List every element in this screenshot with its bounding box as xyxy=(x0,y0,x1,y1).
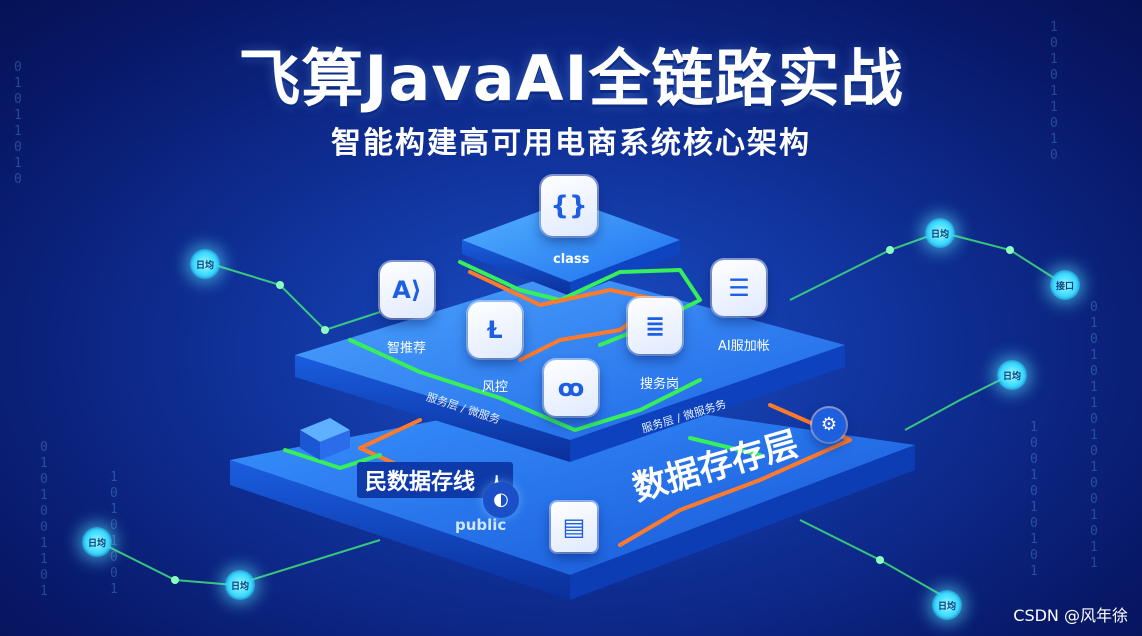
code-icon: {} xyxy=(541,176,597,236)
code-rain-right: 1 0 1 0 1 1 0 1 0 xyxy=(1050,20,1058,163)
glow-node-5: 日均 xyxy=(82,527,112,557)
circuit-dots xyxy=(171,246,1014,584)
middle-platform xyxy=(295,270,845,462)
globe-icon: ◐ xyxy=(483,482,519,518)
team-icon: ꝏ xyxy=(544,360,598,416)
glow-node-7: 日均 xyxy=(932,590,962,620)
glow-node-3: 接口 xyxy=(1050,270,1080,300)
glow-node-6: 日均 xyxy=(225,570,255,600)
code-rain-left-3: 1 0 1 0 1 0 0 1 xyxy=(110,470,118,597)
shield-icon: Ɫ xyxy=(468,302,522,358)
top-platform-label: class xyxy=(553,252,590,267)
glow-node-2: 日均 xyxy=(925,218,955,248)
watermark: CSDN @风年徐 xyxy=(1013,606,1128,625)
code-rain-left: 0 1 0 1 1 0 1 0 xyxy=(14,60,22,187)
base-platform xyxy=(230,395,915,600)
middle-label-risk: 风控 xyxy=(482,380,509,395)
base-left-label-text: 民数据存线 xyxy=(365,470,476,495)
base-public-label: public xyxy=(455,516,507,534)
glow-node-4: 日均 xyxy=(997,360,1027,390)
middle-label-search: 搜务岗 xyxy=(640,377,680,392)
base-left-label: 民数据存线 人 xyxy=(357,462,513,498)
middle-label-recommend: 智推荐 xyxy=(387,341,427,356)
page-subtitle: 智能构建高可用电商系统核心架构 xyxy=(331,126,811,161)
document-icon: ≣ xyxy=(628,298,682,354)
code-rain-right-3: 1 0 0 1 0 1 0 1 0 1 xyxy=(1030,420,1038,579)
page-title: 飞算JavaAI全链路实战 xyxy=(238,42,904,115)
code-rain-right-2: 0 1 0 1 0 1 1 0 1 0 1 0 0 1 0 1 1 xyxy=(1090,300,1098,571)
server-icon: ▤ xyxy=(551,502,597,552)
middle-label-ai-service: AI服加帐 xyxy=(718,339,770,354)
server-block xyxy=(300,418,350,460)
glow-node-1: 日均 xyxy=(190,249,220,279)
gear-icon: ⚙ xyxy=(812,408,846,442)
list-icon: ☰ xyxy=(712,260,766,316)
ai-icon: A⟩ xyxy=(380,262,434,318)
code-rain-left-2: 0 1 0 1 0 0 1 1 0 1 xyxy=(40,440,48,599)
